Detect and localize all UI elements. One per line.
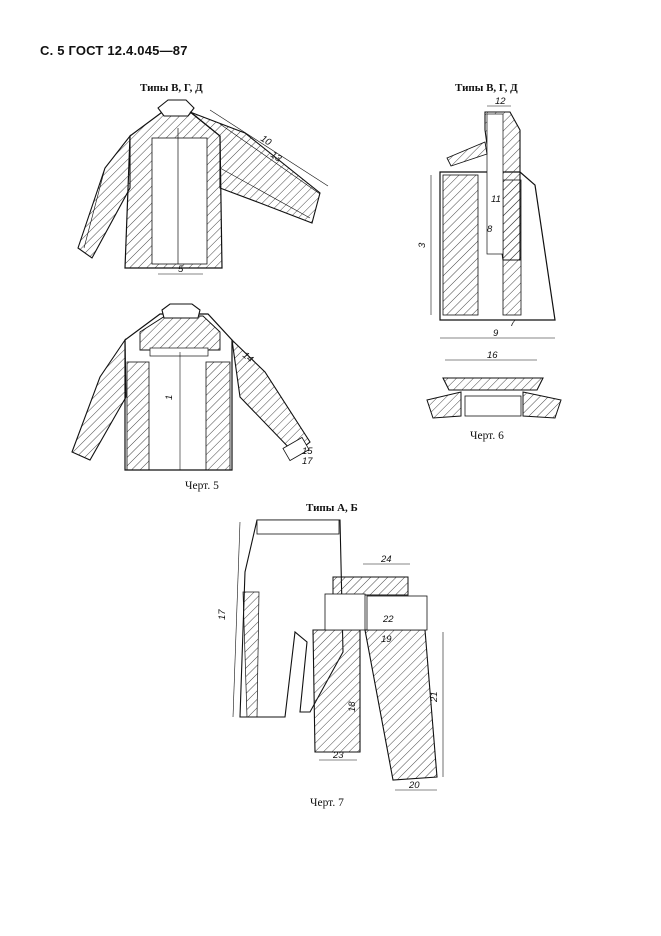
trousers-drawing: 17 24 23 18 22 19 21 20 (217, 519, 444, 791)
page-header: С. 5 ГОСТ 12.4.045—87 (40, 43, 188, 58)
dim-20: 20 (408, 780, 420, 791)
fig6-caption: Черт. 6 (470, 430, 504, 442)
collar-detail-drawing: 16 (426, 350, 562, 419)
dim-8: 8 (487, 224, 493, 235)
dim-24: 24 (380, 554, 392, 565)
fig6-type-label: Типы В, Г, Д (455, 82, 518, 94)
dim-9: 9 (493, 328, 499, 339)
fig7-caption: Черт. 7 (310, 797, 344, 809)
dim-1: 1 (164, 395, 175, 400)
fig7-type-label: Типы А, Б (306, 502, 358, 514)
fig5-caption: Черт. 5 (185, 480, 219, 492)
dim-3: 3 (417, 242, 428, 248)
dim-15: 15 (302, 446, 313, 457)
dim-16: 16 (487, 350, 498, 361)
dim-11: 11 (491, 194, 501, 205)
fig5-type-label: Типы В, Г, Д (140, 82, 203, 94)
dim-19: 19 (381, 634, 392, 645)
dim-21: 21 (429, 691, 440, 703)
dim-12: 12 (495, 96, 506, 107)
jacket-side-drawing: 12 11 8 3 7 9 (417, 96, 556, 339)
dim-17: 17 (302, 456, 313, 467)
jacket-back-drawing: 1 14 15 17 (71, 303, 313, 471)
dim-7: 7 (510, 318, 516, 329)
dim-18: 18 (347, 701, 358, 712)
dim-17b: 17 (217, 609, 228, 620)
dim-22: 22 (382, 614, 394, 625)
dim-23: 23 (332, 750, 344, 761)
dim-5: 5 (178, 264, 184, 275)
jacket-front-drawing: 10 13 5 (77, 99, 329, 275)
